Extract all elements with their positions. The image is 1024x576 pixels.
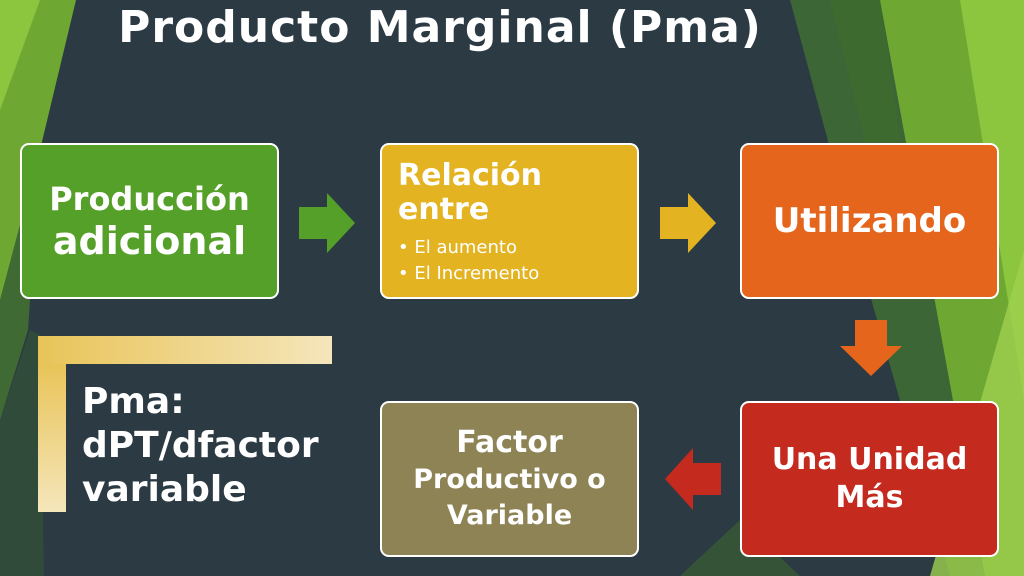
formula-line3: variable <box>82 469 247 510</box>
box-factor-line2: Productivo o <box>413 464 606 495</box>
box-relacion-heading: Relación entre <box>398 158 543 227</box>
box-utilizando-text: Utilizando <box>772 201 967 241</box>
right-arrow-icon <box>299 193 355 253</box>
box-relacion-entre: Relación entre El aumento El Incremento <box>380 143 639 299</box>
box-factor-productivo: Factor Productivo o Variable <box>380 401 639 557</box>
right-arrow-icon <box>660 193 716 253</box>
box-unidad-line1: Una Unidad <box>771 442 968 477</box>
box-utilizando: Utilizando <box>740 143 999 299</box>
box-produccion-adicional: Producción adicional <box>20 143 279 299</box>
box-produccion-line2: adicional <box>52 219 247 263</box>
relacion-bullet-list: El aumento El Incremento <box>398 235 539 287</box>
formula-line1: Pma: <box>82 381 185 422</box>
box-produccion-line1: Producción <box>49 180 250 218</box>
left-arrow-icon <box>665 448 721 510</box>
formula-line2: dPT/dfactor <box>82 425 319 466</box>
page-title: Producto Marginal (Pma) <box>118 2 762 53</box>
box-factor-line3: Variable <box>446 500 573 531</box>
box-una-unidad-mas: Una Unidad Más <box>740 401 999 557</box>
down-arrow-icon <box>840 320 902 376</box>
formula-text: Pma: dPT/dfactor variable <box>82 380 319 512</box>
box-factor-line1: Factor <box>456 425 563 460</box>
bullet-item: El aumento <box>398 235 539 261</box>
bracket-decoration <box>38 336 332 512</box>
bullet-item: El Incremento <box>398 261 539 287</box>
box-unidad-line2: Más <box>835 480 904 515</box>
